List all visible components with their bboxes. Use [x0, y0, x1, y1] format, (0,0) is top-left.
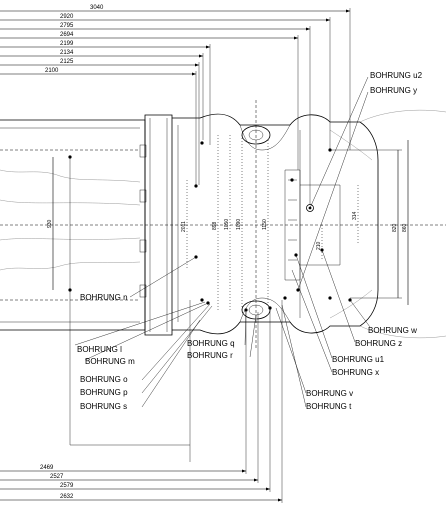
label-bohrung-q: BOHRUNG q	[187, 339, 235, 348]
label-bohrung-v: BOHRUNG v	[306, 389, 353, 398]
left-extension-lines	[69, 157, 191, 462]
leader-q	[244, 309, 247, 346]
vdim-value: 2011	[181, 221, 187, 232]
leader-z	[321, 249, 356, 343]
upper-arch	[239, 124, 291, 151]
vdim-value: 930	[47, 219, 53, 228]
top-dim-arrows	[192, 9, 350, 76]
dim-value: 2125	[60, 59, 74, 65]
label-bohrung-n: BOHRUNG n	[80, 293, 128, 302]
label-bohrung-t: BOHRUNG t	[306, 402, 352, 411]
vdim-value: 860	[402, 223, 408, 232]
label-bohrung-m: BOHRUNG m	[85, 357, 135, 366]
vertical-dimension-values: 930 2011 898 1050 1090 1150 314 210 820 …	[47, 211, 408, 250]
leader-lines	[74, 76, 371, 408]
leader-p	[141, 305, 213, 394]
dim-value: 2579	[60, 483, 74, 489]
leader-w	[349, 299, 371, 328]
right-beam	[284, 169, 301, 281]
label-bohrung-w: BOHRUNG w	[368, 326, 417, 335]
right-beam-ribs	[288, 179, 297, 261]
leader-x	[291, 269, 333, 373]
leader-u1	[295, 254, 333, 359]
leader-s	[141, 319, 201, 408]
bottom-dimension-values: 2469 2527 2579 2632	[40, 465, 74, 500]
leader-r	[249, 314, 257, 358]
leader-l	[74, 301, 206, 346]
dim-value: 2469	[40, 465, 54, 471]
dim-value: 2694	[60, 32, 74, 38]
leader-v	[275, 307, 307, 394]
bracket-2	[139, 189, 147, 203]
dim-value: 2795	[60, 23, 74, 29]
leader-u2	[309, 76, 369, 209]
label-bohrung-p: BOHRUNG p	[80, 388, 128, 397]
bottom-dimension-lines	[0, 300, 283, 503]
dim-value: 2920	[60, 14, 74, 20]
dim-value: 2199	[60, 41, 74, 47]
frame-body	[0, 109, 446, 339]
cross-member-left	[144, 114, 173, 336]
right-contour-a	[329, 129, 373, 161]
top-dimension-values: 3040 2920 2795 2694 2199 2134 2125 2100	[45, 5, 104, 74]
centerlines	[0, 100, 446, 350]
dim-value: 2134	[60, 50, 74, 56]
left-contour-b	[0, 261, 141, 271]
right-contour-b	[329, 289, 373, 319]
hole-marker	[200, 298, 204, 302]
leader-m	[84, 302, 209, 361]
label-bohrung-u2: BOHRUNG u2	[370, 71, 423, 80]
vertical-dimension-lines	[52, 135, 409, 310]
hole-markers	[68, 141, 352, 312]
top-dimension-lines	[0, 8, 351, 205]
leader-o	[141, 303, 211, 381]
dim-value: 2100	[45, 68, 59, 74]
leader-y	[297, 91, 369, 291]
vdim-value: 1090	[236, 219, 242, 230]
vdim-value: 1050	[224, 219, 230, 230]
label-bohrung-x: BOHRUNG x	[332, 368, 379, 377]
left-contour-a	[0, 169, 141, 183]
dim-value: 2527	[50, 474, 64, 480]
vdim-value: 1150	[262, 219, 268, 230]
vdim-value: 820	[392, 223, 398, 232]
right-end-top	[359, 109, 446, 123]
leader-n	[129, 256, 197, 298]
vdim-value: 314	[352, 211, 358, 220]
hole-marker	[290, 178, 294, 182]
dim-value: 3040	[90, 5, 104, 11]
vdim-value: 210	[316, 241, 322, 250]
label-bohrung-y: BOHRUNG y	[370, 86, 417, 95]
right-end-bottom	[359, 325, 446, 339]
label-bohrung-s: BOHRUNG s	[80, 402, 127, 411]
hole-marker	[283, 296, 287, 300]
bottom-dim-arrows	[242, 469, 282, 502]
left-contour-c	[0, 199, 141, 241]
label-bohrung-r: BOHRUNG r	[187, 351, 233, 360]
leader-t	[281, 304, 307, 408]
bohrung-labels: BOHRUNG u2 BOHRUNG y BOHRUNG n BOHRUNG w…	[77, 71, 423, 411]
vdim-value: 898	[212, 221, 218, 230]
label-bohrung-l: BOHRUNG l	[77, 345, 122, 354]
label-bohrung-o: BOHRUNG o	[80, 375, 128, 384]
label-bohrung-u1: BOHRUNG u1	[332, 355, 385, 364]
hole-marker	[328, 296, 332, 300]
bracket-1	[139, 144, 147, 158]
dim-value: 2632	[60, 494, 74, 500]
hole-marker	[200, 141, 204, 145]
bracket-3	[139, 239, 147, 253]
label-bohrung-z: BOHRUNG z	[355, 339, 402, 348]
lower-arch	[239, 297, 291, 323]
